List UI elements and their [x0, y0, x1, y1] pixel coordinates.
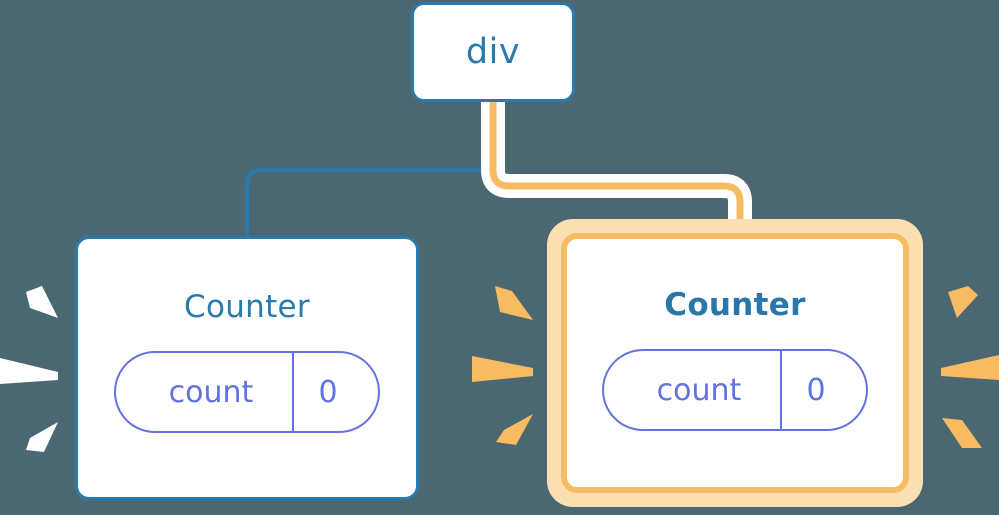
- edge-div-to-counter-left: [245, 102, 495, 236]
- div-node[interactable]: div: [411, 2, 575, 102]
- burst-left-ray-bottom: [26, 422, 58, 452]
- counter-left-state-key: count: [168, 374, 254, 410]
- div-node-label: div: [465, 32, 521, 72]
- burst-right-ray-top: [948, 286, 978, 318]
- counter-right-state-key: count: [656, 372, 742, 408]
- burst-middle-ray-bottom: [496, 414, 533, 445]
- burst-right-ray-middle: [941, 355, 999, 380]
- burst-middle-ray-top: [495, 286, 533, 320]
- burst-right-outer: [941, 286, 999, 448]
- burst-middle-ray-middle: [472, 356, 533, 382]
- counter-left-state-value: 0: [292, 353, 378, 431]
- burst-left-outer: [0, 286, 58, 452]
- counter-right-title: Counter: [664, 287, 806, 323]
- burst-left-ray-middle: [0, 358, 58, 384]
- counter-right-card: Counter count 0: [561, 233, 909, 493]
- burst-left-ray-top: [26, 286, 58, 318]
- burst-right-ray-bottom: [942, 418, 982, 448]
- counter-node-left[interactable]: Counter count 0: [75, 236, 419, 500]
- counter-left-title: Counter: [184, 289, 310, 325]
- counter-right-state-pill: count 0: [602, 349, 868, 431]
- counter-left-state-pill: count 0: [114, 351, 380, 433]
- edge-div-to-counter-right: [489, 102, 744, 228]
- burst-middle: [472, 286, 533, 445]
- counter-right-state-value: 0: [780, 351, 866, 429]
- counter-node-right[interactable]: Counter count 0: [547, 219, 923, 507]
